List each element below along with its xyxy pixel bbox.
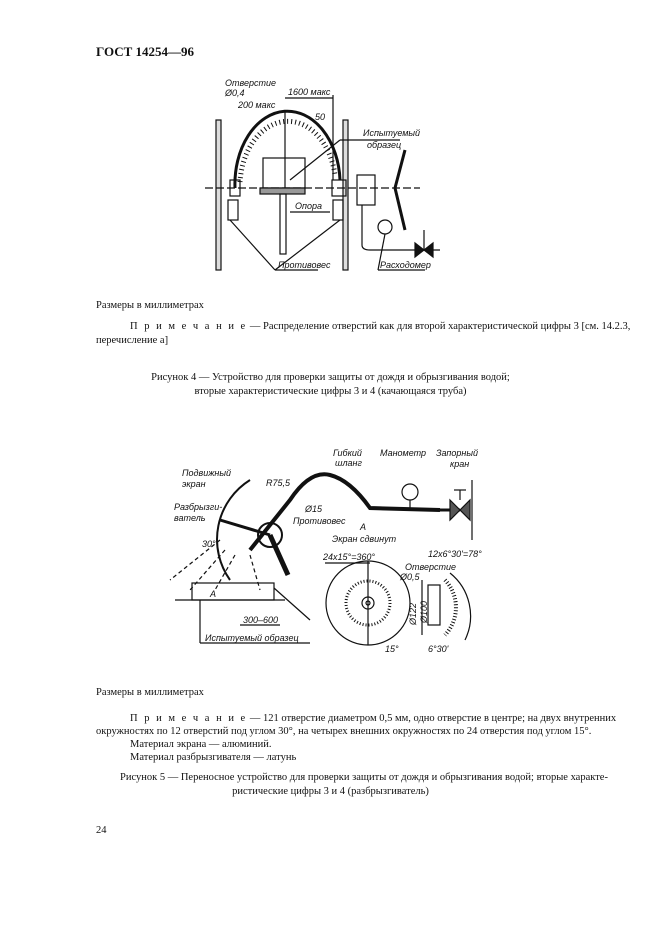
fig5-label-hole: Отверстие bbox=[405, 562, 456, 572]
fig5-label-sprayer2: ватель bbox=[174, 513, 206, 523]
note-text: — Распределение отверстий как для второй… bbox=[247, 321, 631, 332]
fig5-material-screen: Материал экрана — алюминий. bbox=[130, 739, 272, 750]
fig4-note-line2: перечисление а] bbox=[96, 335, 169, 346]
fig4-label-counterweight: Противовес bbox=[278, 260, 331, 270]
fig5-label-hose: Гибкий bbox=[333, 448, 362, 458]
fig5-label-radius: R75,5 bbox=[266, 478, 291, 488]
fig4-note: П р и м е ч а н и е — Распределение отве… bbox=[130, 320, 630, 333]
fig5-label-sample: Испытуемый образец bbox=[205, 633, 299, 643]
fig4-caption-line2: вторые характеристические цифры 3 и 4 (к… bbox=[194, 386, 467, 397]
page-number: 24 bbox=[96, 825, 107, 836]
fig5-caption-line1: Рисунок 5 — Переносное устройство для пр… bbox=[120, 772, 608, 783]
fig5-label-valve2: кран bbox=[450, 459, 469, 469]
standard-header: ГОСТ 14254—96 bbox=[96, 44, 195, 59]
fig5-label-view: А bbox=[359, 522, 366, 532]
fig4-label-support: Опора bbox=[295, 201, 322, 211]
fig5-label-dia15: Ø15 bbox=[304, 504, 323, 514]
fig4-caption-line1: Рисунок 4 — Устройство для проверки защи… bbox=[151, 372, 510, 383]
fig5-dims-note: Размеры в миллиметрах bbox=[96, 687, 204, 698]
fig5-label-manometer: Манометр bbox=[380, 448, 426, 458]
fig5-label-dia122: Ø122 bbox=[408, 603, 418, 626]
fig5-label-counterweight: Противовес bbox=[293, 516, 346, 526]
fig5-label-valve: Запорный bbox=[436, 448, 478, 458]
fig5-label-rows-angle: 12x6°30'=78° bbox=[428, 549, 482, 559]
fig5-label-range: 300–600 bbox=[243, 615, 278, 625]
figure-5-drawing: Гибкий шланг Манометр Запорный кран Подв… bbox=[169, 448, 482, 654]
note-text: — 121 отверстие диаметром 0,5 мм, одно о… bbox=[247, 713, 617, 724]
fig4-dims-note: Размеры в миллиметрах bbox=[96, 300, 204, 311]
fig4-label-max200: 200 макс bbox=[237, 100, 276, 110]
fig5-label-screen: Подвижный bbox=[182, 468, 231, 478]
fig4-label-max1600: 1600 макс bbox=[288, 87, 331, 97]
fig5-label-sprayer: Разбрызги- bbox=[174, 502, 222, 512]
fig4-label-flowmeter: Расходомер bbox=[380, 260, 431, 270]
fig5-label-angle6: 6°30' bbox=[428, 644, 449, 654]
fig4-label-50: 50 bbox=[315, 112, 325, 122]
fig4-label-sample: Испытуемый bbox=[363, 128, 420, 138]
fig5-label-screen2: экран bbox=[182, 479, 206, 489]
fig5-label-view-a: А bbox=[209, 589, 216, 599]
fig5-caption-line2: ристические цифры 3 и 4 (разбрызгиватель… bbox=[232, 786, 429, 797]
note-prefix: П р и м е ч а н и е bbox=[130, 321, 248, 332]
figure-4-drawing: Отверстие Ø0,4 200 макс 1600 макс 50 Исп… bbox=[205, 78, 440, 271]
fig5-note-line2: окружностях по 12 отверстий под углом 30… bbox=[96, 726, 592, 737]
fig5-note: П р и м е ч а н и е — 121 отверстие диам… bbox=[130, 712, 616, 725]
fig5-label-holes-angle: 24x15°=360° bbox=[322, 552, 375, 562]
fig4-label-hole-dia: Ø0,4 bbox=[224, 88, 245, 98]
fig5-label-angle15: 15° bbox=[385, 644, 399, 654]
fig5-label-screen-moved: Экран сдвинут bbox=[332, 534, 397, 544]
fig4-label-sample2: образец bbox=[367, 140, 401, 150]
note-prefix: П р и м е ч а н и е bbox=[130, 713, 248, 724]
fig5-label-hose2: шланг bbox=[335, 458, 363, 468]
fig4-label-hole: Отверстие bbox=[225, 78, 276, 88]
fig5-label-hole-dia: Ø0,5 bbox=[399, 572, 421, 582]
fig5-label-dia100: Ø100 bbox=[419, 601, 429, 624]
fig5-material-sprayer: Материал разбрызгивателя — латунь bbox=[130, 752, 297, 763]
fig5-label-angle30: 30° bbox=[202, 539, 216, 549]
